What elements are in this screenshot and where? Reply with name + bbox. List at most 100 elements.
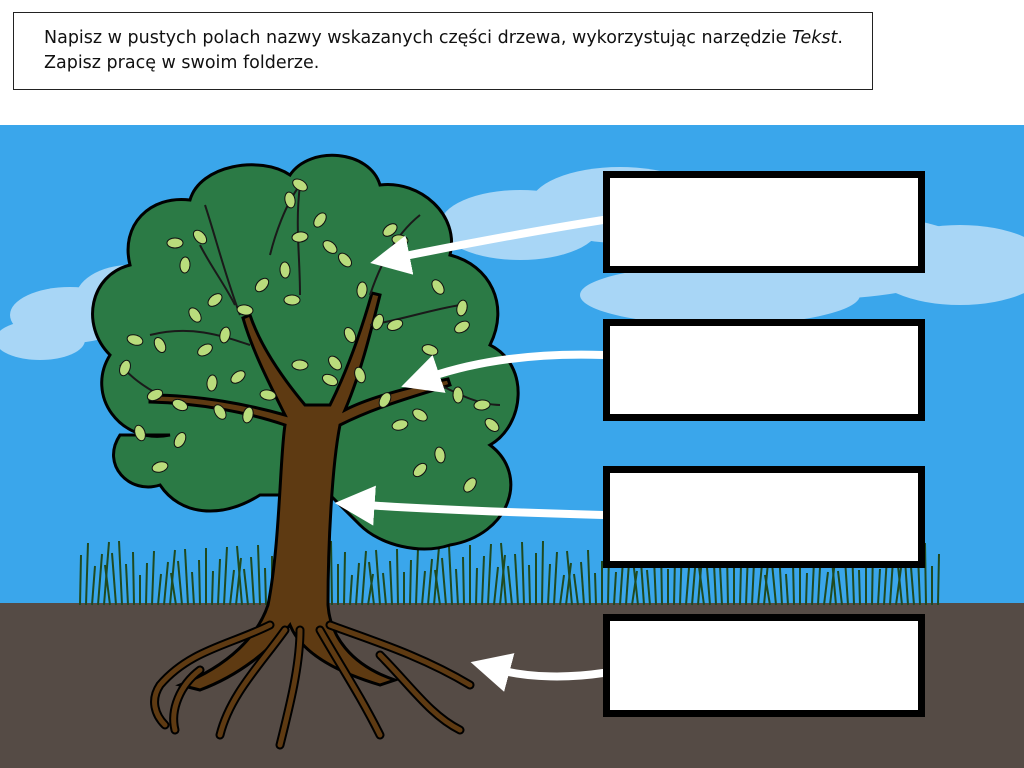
arrow-to-roots — [470, 653, 607, 692]
leaf — [454, 320, 470, 334]
leaf — [146, 388, 164, 402]
leaf — [254, 277, 270, 293]
tree-trunk — [148, 291, 452, 692]
leaf — [166, 237, 184, 249]
grass-blade — [229, 569, 235, 606]
grass-blade — [462, 556, 465, 606]
grass-blade — [613, 571, 617, 606]
grass-blade — [910, 566, 915, 606]
leaf — [192, 229, 208, 245]
grass-blade — [170, 572, 177, 606]
answer-box-leaves[interactable] — [603, 171, 925, 273]
leaf — [119, 359, 131, 377]
grass-blade — [587, 549, 591, 606]
leaf — [391, 419, 409, 431]
grass-blade — [565, 562, 572, 606]
grass-blade — [355, 562, 360, 606]
grass-blade — [368, 561, 375, 606]
leaf — [452, 386, 464, 404]
leaf — [206, 374, 218, 392]
grass-blade — [487, 543, 492, 606]
grass-blade — [594, 572, 597, 606]
grass-blade — [421, 570, 426, 606]
leaf — [284, 191, 296, 209]
grass-blade — [580, 561, 585, 606]
grass-blade — [145, 562, 148, 606]
leaf — [188, 307, 202, 323]
grass-blade — [151, 550, 155, 606]
grass-blade — [877, 568, 881, 606]
tree-roots-fill — [152, 622, 473, 748]
grass-blade — [541, 540, 544, 606]
grass-blade — [79, 554, 82, 606]
grass-blade — [514, 553, 519, 606]
leaf — [421, 344, 439, 356]
tool-name-emphasis: Tekst — [791, 28, 838, 48]
grass-blade — [785, 573, 789, 606]
leaf — [386, 318, 404, 332]
grass-blade — [191, 571, 195, 606]
grass-blade — [177, 560, 183, 606]
leaf — [126, 334, 144, 346]
arrow-to-branches — [401, 350, 607, 393]
instruction-line-2: Zapisz pracę w swoim folderze. — [44, 53, 320, 73]
leaf — [343, 326, 357, 344]
grass-blade — [895, 567, 902, 606]
arrow-to-trunk — [334, 485, 607, 526]
grass-blade — [163, 561, 169, 606]
instruction-box: Napisz w pustych polach nazwy wskazanych… — [13, 12, 873, 90]
grass-blade — [837, 570, 843, 606]
leaf — [197, 343, 213, 357]
grass-blade — [125, 563, 129, 606]
leaf — [230, 370, 246, 384]
leaf — [473, 399, 491, 411]
leaf — [171, 398, 189, 412]
grass-blade — [118, 540, 123, 606]
grass-blade — [343, 551, 346, 606]
grass-blade — [409, 559, 412, 606]
leaf — [412, 462, 428, 478]
grass-blade — [937, 553, 940, 606]
leaf — [207, 293, 223, 307]
grass-blade — [924, 542, 927, 606]
leaf — [291, 359, 309, 371]
leaf — [372, 313, 384, 331]
grass-blade — [97, 553, 103, 606]
answer-box-roots[interactable] — [603, 614, 925, 717]
grass-blade — [858, 569, 861, 606]
grass-blade — [264, 567, 267, 606]
grass-blade — [349, 574, 353, 606]
grass-blade — [528, 564, 531, 606]
grass-blade — [764, 574, 771, 606]
grass-blade — [217, 558, 221, 606]
grass-blade — [475, 567, 478, 606]
grass-blade — [631, 570, 638, 606]
grass-blade — [507, 565, 513, 606]
grass-blade — [198, 559, 201, 606]
grass-blade — [85, 542, 89, 606]
answer-box-trunk[interactable] — [603, 466, 925, 568]
grass-blade — [361, 550, 367, 606]
leaf — [291, 231, 309, 243]
arrow-to-leaves — [370, 216, 607, 275]
leaf — [242, 406, 254, 424]
grass-blade — [823, 571, 829, 606]
grass-blade — [719, 565, 723, 606]
grass-blade — [235, 557, 242, 606]
answer-box-branches[interactable] — [603, 319, 925, 421]
grass-blade — [396, 548, 399, 606]
leaf — [259, 389, 277, 401]
grass-blade — [553, 551, 558, 606]
grass-blade — [481, 555, 485, 606]
leaf — [412, 408, 428, 422]
leaf — [434, 446, 446, 464]
leaf — [322, 240, 338, 254]
leaf — [151, 461, 169, 473]
grass-blade — [211, 570, 214, 606]
grass-blade — [566, 550, 573, 606]
leaf — [463, 477, 477, 493]
grass-blade — [559, 574, 565, 606]
leaf — [153, 337, 167, 353]
grass-blade — [257, 544, 261, 606]
leaf — [328, 355, 342, 371]
